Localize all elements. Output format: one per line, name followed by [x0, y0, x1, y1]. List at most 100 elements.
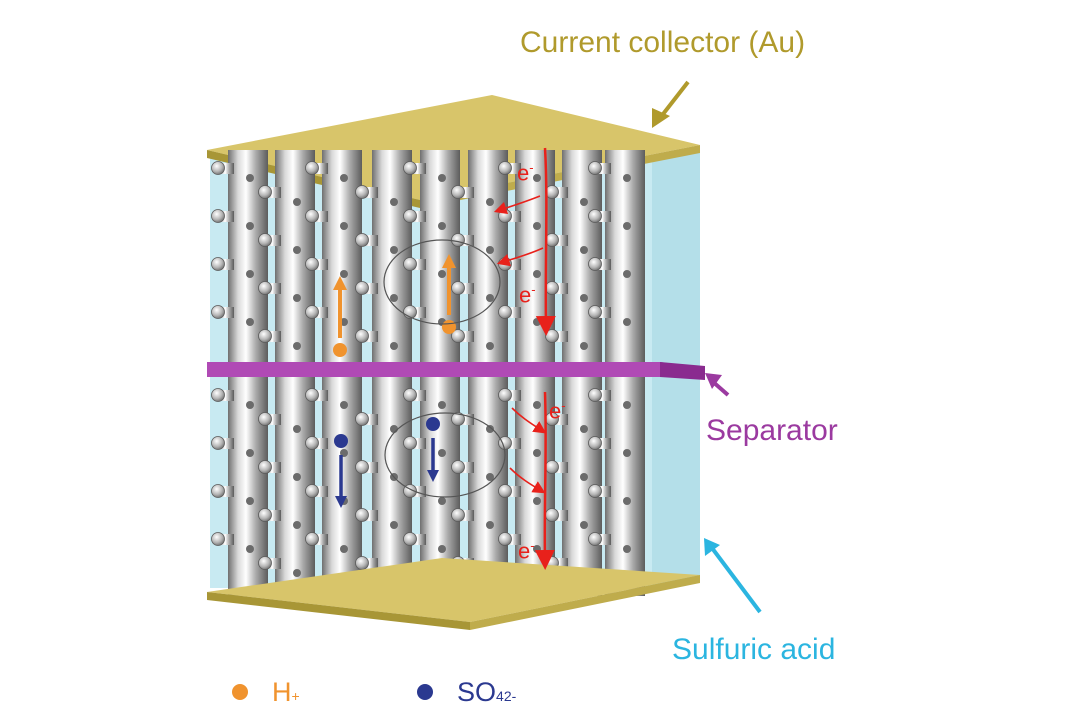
pillar-strut [410, 486, 426, 497]
pillar-knob [545, 281, 559, 295]
pillar-strut [410, 534, 426, 545]
legend-proton-text: H+ [272, 676, 300, 707]
pillar-strut [362, 283, 378, 294]
pillar-pore [246, 497, 254, 505]
pillar-strut [265, 331, 281, 342]
pillar-strut [505, 259, 521, 270]
pillar-column [562, 150, 602, 362]
pillar-strut [552, 414, 568, 425]
pillar-strut [458, 283, 474, 294]
pillar-knob [588, 532, 602, 546]
pillar-column [275, 150, 315, 362]
pore-highlight-bottom [384, 412, 506, 498]
pillar-strut [362, 331, 378, 342]
pillar-knob [258, 233, 272, 247]
pillar-strut [218, 307, 234, 318]
pillar-knob [588, 257, 602, 271]
pillar-strut [505, 486, 521, 497]
pillar-knob [498, 388, 512, 402]
pillar-strut [505, 390, 521, 401]
pillar-knob [258, 412, 272, 426]
pillar-knob [305, 257, 319, 271]
pillar-pore [390, 294, 398, 302]
bottom-current-collector-plate [207, 558, 700, 630]
pillar-knob [258, 508, 272, 522]
pillar-strut [595, 259, 611, 270]
pillar-knob [305, 436, 319, 450]
pillar-strut [362, 510, 378, 521]
pillar-knob [403, 257, 417, 271]
pillar-strut [218, 211, 234, 222]
pillar-pore [486, 342, 494, 350]
pillar-strut [552, 558, 568, 569]
pillar-pore [438, 401, 446, 409]
pillar-knob [258, 185, 272, 199]
pillar-knob [211, 161, 225, 175]
pillar-knob [588, 305, 602, 319]
pillar-knob [451, 329, 465, 343]
pillar-knob [305, 305, 319, 319]
pillar-pore [580, 473, 588, 481]
pillar-pore [438, 545, 446, 553]
pillar-pore [623, 318, 631, 326]
pillar-pore [293, 425, 301, 433]
pillar-column [605, 377, 645, 596]
pillar-pore [623, 401, 631, 409]
pillar-knob [211, 257, 225, 271]
pillar-pore [486, 425, 494, 433]
pillar-knob [403, 436, 417, 450]
electron-label: e- [549, 398, 566, 424]
pillar-strut [218, 438, 234, 449]
pillar-pore [246, 174, 254, 182]
pillar-knob [305, 532, 319, 546]
pillar-strut [312, 163, 328, 174]
pillar-knob [305, 388, 319, 402]
pillar-pore [246, 222, 254, 230]
pillar-strut [552, 235, 568, 246]
pillar-strut [265, 414, 281, 425]
pillar-strut [218, 486, 234, 497]
pillar-pore [438, 497, 446, 505]
current-collector-label: Current collector (Au) [520, 26, 806, 59]
pillar-pore [533, 174, 541, 182]
pillar-knob [211, 436, 225, 450]
separator-membrane [207, 362, 705, 380]
pillar-strut [458, 235, 474, 246]
pillar-pore [246, 449, 254, 457]
pillar-pore [390, 246, 398, 254]
pillar-strut [410, 259, 426, 270]
pillar-pore [623, 174, 631, 182]
pillar-strut [265, 558, 281, 569]
pillar-strut [595, 390, 611, 401]
pillar-pore [390, 342, 398, 350]
pillar-pore [580, 294, 588, 302]
pillar-pore [340, 222, 348, 230]
pillar-knob [305, 484, 319, 498]
pillar-pore [580, 246, 588, 254]
pillar-pore [533, 222, 541, 230]
pillar-strut [362, 414, 378, 425]
pillar-pore [246, 270, 254, 278]
pillar-knob [355, 233, 369, 247]
pillar-knob [355, 412, 369, 426]
separator-label: Separator [706, 414, 838, 447]
pillar-knob [403, 532, 417, 546]
pillar-strut [265, 235, 281, 246]
pillar-knob [451, 281, 465, 295]
pillar-pore [623, 270, 631, 278]
pillar-knob [451, 233, 465, 247]
pillar-strut [265, 510, 281, 521]
pore-highlight-top [383, 239, 501, 325]
electron-flow-bottom [509, 391, 555, 570]
pillar-pore [623, 222, 631, 230]
pillar-column [605, 150, 645, 362]
pillar-knob [355, 185, 369, 199]
pillar-knob [588, 436, 602, 450]
pillar-pore [580, 198, 588, 206]
pillar-knob [211, 484, 225, 498]
pillar-knob [498, 161, 512, 175]
pillar-strut [505, 211, 521, 222]
pillar-column [228, 150, 268, 362]
